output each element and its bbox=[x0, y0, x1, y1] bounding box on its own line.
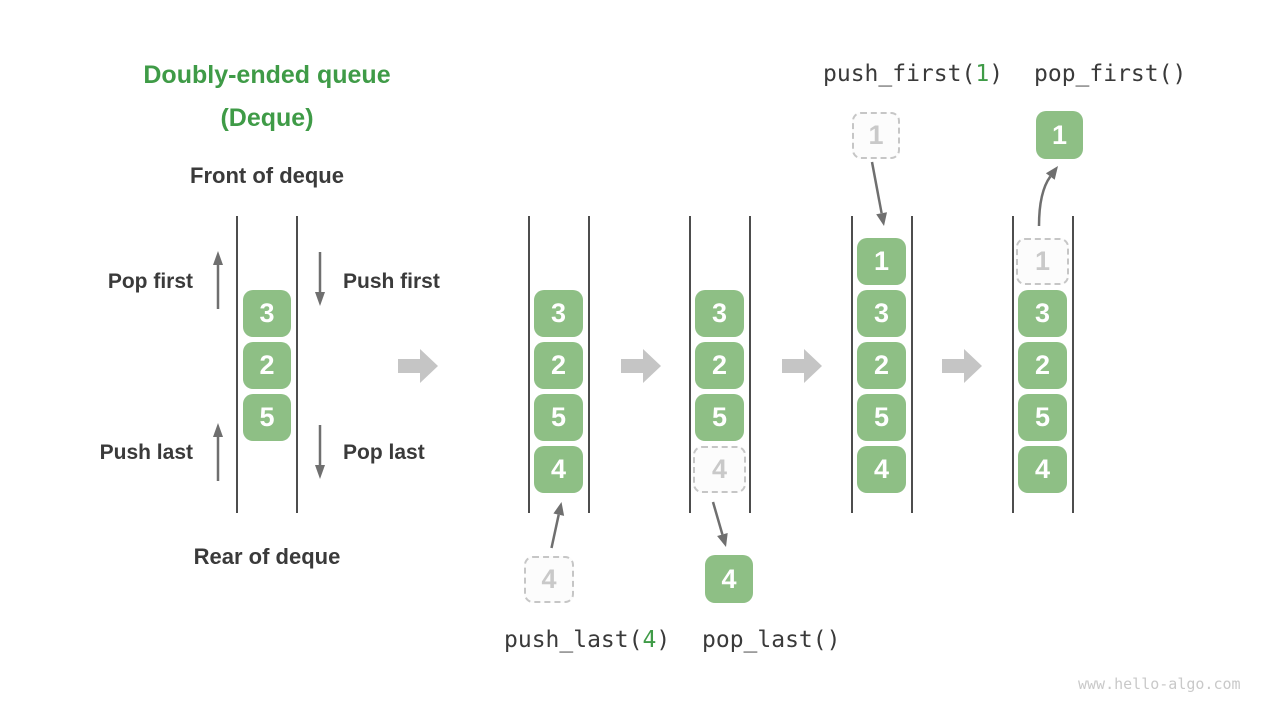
deque-cell: 2 bbox=[243, 342, 291, 389]
pop-last-result-box: 4 bbox=[705, 555, 753, 603]
deque-cell-value: 3 bbox=[550, 298, 567, 328]
pop-first-result-box: 1 bbox=[1036, 111, 1083, 159]
pop-first-code-label: pop_first() bbox=[1034, 61, 1187, 87]
deque-cell-value: 2 bbox=[873, 350, 890, 380]
pop-first-label: Pop first bbox=[107, 270, 193, 293]
deque-state-2-column: 3 2 5 4 bbox=[689, 216, 751, 513]
pop-first-up-arrow-icon bbox=[213, 251, 223, 309]
pop-last-label: Pop last bbox=[343, 441, 425, 464]
deque-cell-ghost: 4 bbox=[693, 446, 746, 493]
deque-wall-line bbox=[1072, 216, 1074, 513]
deque-wall-line bbox=[689, 216, 691, 513]
deque-wall-line bbox=[236, 216, 238, 513]
deque-cell: 3 bbox=[1018, 290, 1067, 337]
deque-cell: 2 bbox=[1018, 342, 1067, 389]
rear-of-deque-label: Rear of deque bbox=[193, 544, 341, 569]
deque-wall-line bbox=[851, 216, 853, 513]
deque-cell: 4 bbox=[857, 446, 906, 493]
push-first-code-label: push_first(1) bbox=[823, 60, 1003, 88]
push-first-label: Push first bbox=[343, 270, 440, 293]
right-arrow-icon bbox=[782, 349, 822, 383]
deque-state-4-column: 1 3 2 5 4 bbox=[1012, 216, 1074, 513]
deque-cell: 2 bbox=[857, 342, 906, 389]
deque-wall-line bbox=[749, 216, 751, 513]
deque-cell-value: 5 bbox=[259, 402, 275, 432]
deque-cell-value: 5 bbox=[711, 402, 728, 432]
deque-state-1-column: 3 2 5 4 bbox=[528, 216, 590, 513]
deque-cell-value: 4 bbox=[711, 454, 728, 484]
pop-first-remove-arrow-icon bbox=[1037, 166, 1058, 227]
diagram-title-line2: (Deque) bbox=[220, 104, 314, 132]
code-text: push_first( bbox=[823, 61, 976, 87]
deque-cell-value: 3 bbox=[711, 298, 728, 328]
deque-cell: 4 bbox=[1018, 446, 1067, 493]
deque-cell: 2 bbox=[695, 342, 744, 389]
diagram-title: Doubly-ended queue (Deque) bbox=[117, 54, 417, 140]
watermark: www.hello-algo.com bbox=[1078, 675, 1241, 693]
right-arrow-icon bbox=[398, 349, 438, 383]
push-last-operand-ghost-box: 4 bbox=[524, 556, 574, 603]
deque-cell: 4 bbox=[534, 446, 583, 493]
deque-wall-line bbox=[528, 216, 530, 513]
push-first-down-arrow-icon bbox=[315, 252, 325, 306]
deque-cell-value: 2 bbox=[711, 350, 728, 380]
deque-wall-line bbox=[588, 216, 590, 513]
deque-cell: 3 bbox=[243, 290, 291, 337]
operand-value: 4 bbox=[721, 563, 737, 594]
deque-cell-value: 3 bbox=[259, 298, 275, 328]
deque-cell-value: 1 bbox=[873, 246, 890, 276]
right-arrow-icon bbox=[621, 349, 661, 383]
code-arg: 1 bbox=[975, 61, 990, 87]
deque-wall-line bbox=[911, 216, 913, 513]
push-first-operand-ghost-box: 1 bbox=[852, 112, 900, 159]
deque-cell-value: 1 bbox=[1034, 246, 1051, 276]
deque-cell-value: 2 bbox=[550, 350, 567, 380]
deque-cell-ghost: 1 bbox=[1016, 238, 1069, 285]
code-text: ) bbox=[989, 61, 1004, 87]
deque-cell-value: 3 bbox=[873, 298, 890, 328]
diagram-title-line1: Doubly-ended queue bbox=[143, 61, 391, 89]
operand-value: 4 bbox=[541, 564, 557, 594]
deque-cell-value: 3 bbox=[1034, 298, 1051, 328]
code-text: ) bbox=[656, 627, 671, 653]
deque-cell: 3 bbox=[857, 290, 906, 337]
deque-cell: 3 bbox=[534, 290, 583, 337]
deque-cell: 5 bbox=[695, 394, 744, 441]
push-last-code-label: push_last(4) bbox=[504, 626, 670, 654]
deque-cell: 5 bbox=[534, 394, 583, 441]
operand-value: 1 bbox=[868, 120, 884, 150]
push-last-insert-arrow-icon bbox=[550, 502, 565, 549]
deque-wall-line bbox=[1012, 216, 1014, 513]
intro-deque-column: 3 2 5 bbox=[236, 216, 298, 513]
pop-last-code-label: pop_last() bbox=[702, 627, 841, 653]
right-arrow-icon bbox=[942, 349, 982, 383]
push-last-up-arrow-icon bbox=[213, 423, 223, 481]
operand-value: 1 bbox=[1051, 119, 1068, 150]
deque-cell-value: 4 bbox=[550, 454, 567, 484]
code-arg: 4 bbox=[642, 627, 657, 653]
deque-cell: 5 bbox=[243, 394, 291, 441]
deque-cell-value: 5 bbox=[550, 402, 567, 432]
deque-cell-value: 5 bbox=[873, 402, 890, 432]
deque-cell: 1 bbox=[857, 238, 906, 285]
deque-cell-value: 5 bbox=[1034, 402, 1051, 432]
deque-cell-value: 4 bbox=[873, 454, 890, 484]
deque-cell-value: 2 bbox=[259, 350, 275, 380]
deque-cell: 3 bbox=[695, 290, 744, 337]
push-first-insert-arrow-icon bbox=[870, 161, 887, 226]
pop-last-remove-arrow-icon bbox=[711, 501, 728, 547]
pop-last-down-arrow-icon bbox=[315, 425, 325, 479]
deque-cell: 5 bbox=[857, 394, 906, 441]
deque-cell-value: 4 bbox=[1034, 454, 1051, 484]
deque-cell: 2 bbox=[534, 342, 583, 389]
front-of-deque-label: Front of deque bbox=[190, 163, 344, 188]
code-text: push_last( bbox=[504, 627, 643, 653]
deque-cell-value: 2 bbox=[1034, 350, 1051, 380]
deque-state-3-column: 1 3 2 5 4 bbox=[851, 216, 913, 513]
push-last-label: Push last bbox=[99, 441, 193, 464]
deque-wall-line bbox=[296, 216, 298, 513]
deque-cell: 5 bbox=[1018, 394, 1067, 441]
